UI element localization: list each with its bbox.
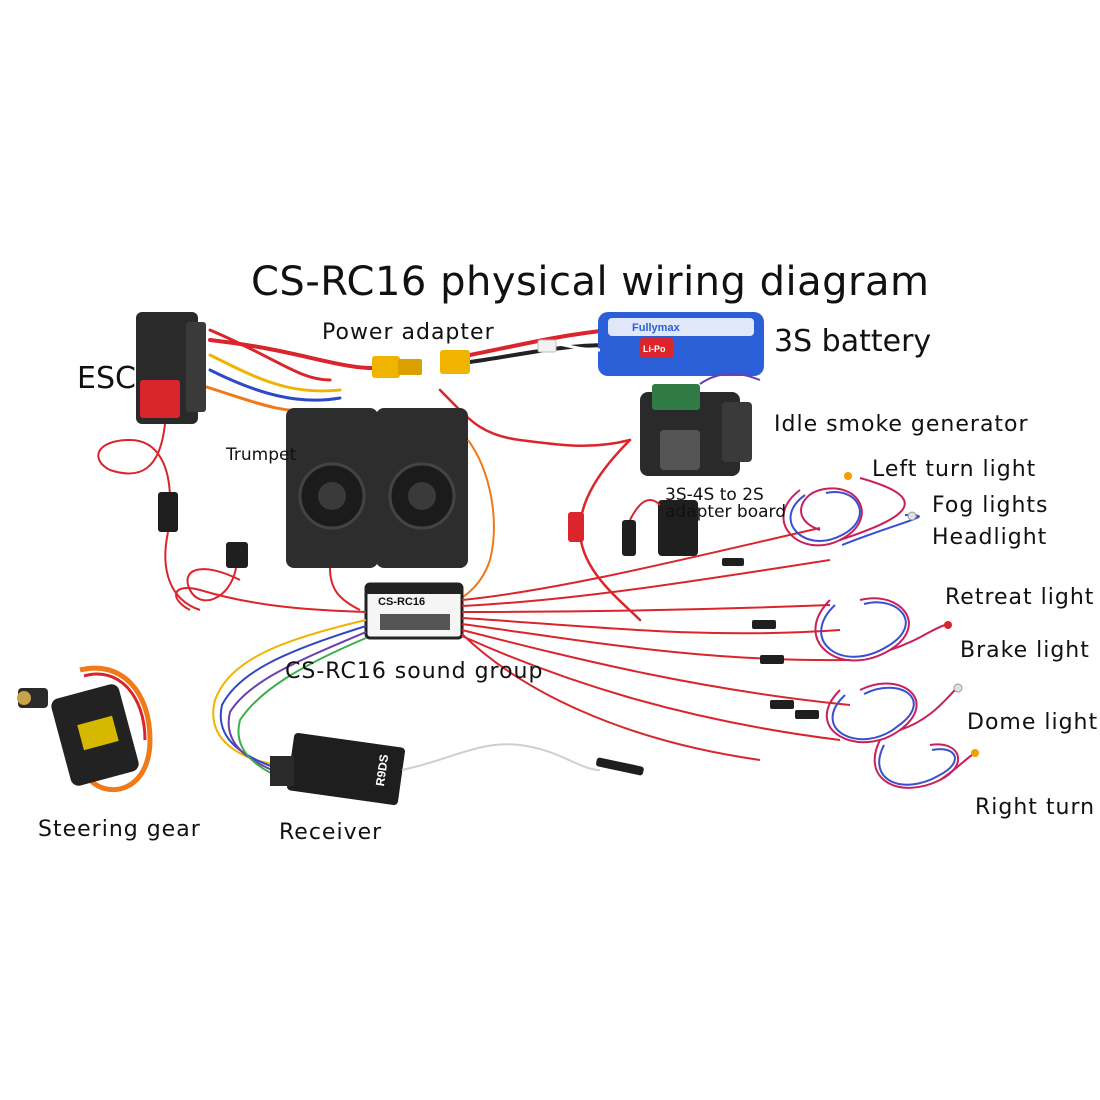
- headlight-label: Headlight: [932, 525, 1048, 550]
- esc-unit: [97, 312, 206, 611]
- page-title: CS-RC16 physical wiring diagram: [251, 259, 930, 305]
- power-switch: [186, 542, 248, 602]
- harness-connectors: [722, 558, 819, 719]
- brake-light-label: Brake light: [960, 638, 1090, 663]
- battery-label: 3S battery: [774, 324, 932, 359]
- adapter-board: [568, 499, 698, 556]
- steering-gear-label: Steering gear: [38, 817, 201, 842]
- receiver-unit: R9DS: [270, 733, 644, 805]
- left-turn-light-label: Left turn light: [872, 457, 1037, 482]
- dome-light-label: Dome light: [967, 710, 1099, 735]
- receiver-model-text: R9DS: [373, 753, 391, 787]
- receiver-label: Receiver: [279, 820, 383, 845]
- adapter-board-label-line2: adapter board: [665, 502, 787, 522]
- sound-module: CS-RC16: [364, 582, 464, 640]
- smoke-generator-label: Idle smoke generator: [774, 412, 1029, 437]
- power-adapter-label: Power adapter: [322, 320, 495, 345]
- smoke-generator: [640, 372, 761, 476]
- output-harness: [175, 527, 851, 781]
- module-name-text: CS-RC16: [378, 596, 425, 608]
- adapter-board-label-line1: 3S-4S to 2S: [665, 485, 764, 505]
- fog-lights-label: Fog lights: [932, 493, 1049, 518]
- power-adapter-connectors: [372, 350, 470, 378]
- trumpet-speakers: [286, 408, 495, 611]
- battery-brand-text: Fullymax: [632, 322, 681, 334]
- trumpet-label: Trumpet: [226, 445, 297, 465]
- esc-label: ESC: [77, 361, 136, 396]
- sound-group-label: CS-RC16 sound group: [285, 659, 544, 684]
- steering-servo: [17, 665, 153, 792]
- battery-type-text: Li-Po: [643, 344, 666, 354]
- battery-pack: Fullymax Li-Po: [537, 312, 764, 376]
- right-turn-label: Right turn: [975, 795, 1096, 820]
- led-bulbs: [844, 472, 979, 757]
- led-wire-bundles: [782, 477, 973, 789]
- retreat-light-label: Retreat light: [945, 585, 1095, 610]
